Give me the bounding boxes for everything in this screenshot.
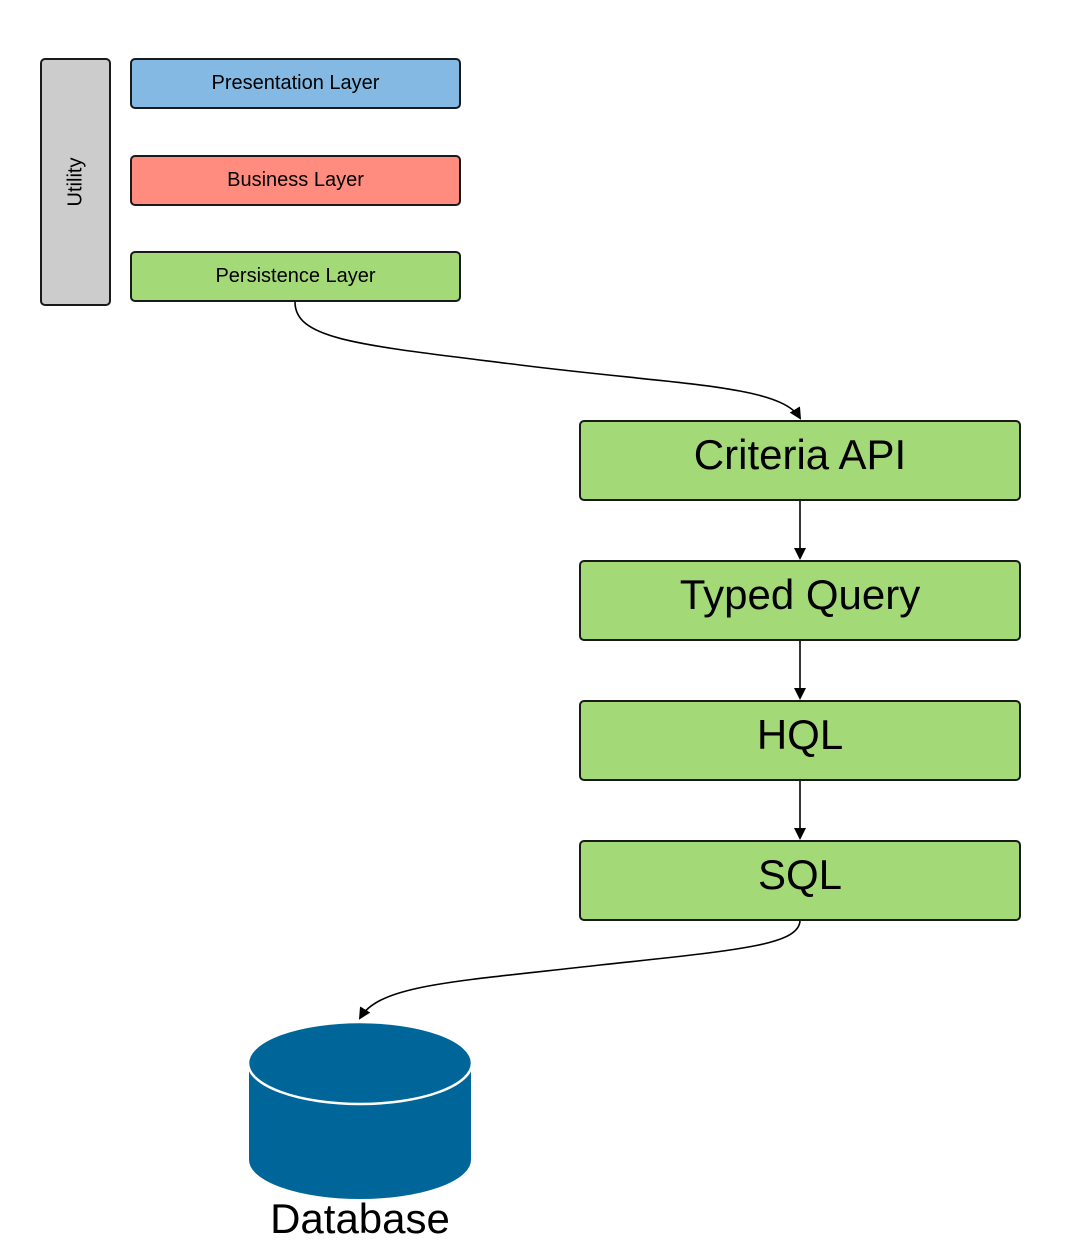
hql-box: HQL: [579, 700, 1021, 781]
business-layer-box: Business Layer: [130, 155, 461, 206]
database-icon: [246, 1020, 474, 1201]
sql-box: SQL: [579, 840, 1021, 921]
presentation-layer-label: Presentation Layer: [211, 72, 380, 94]
persistence-layer-label: Persistence Layer: [215, 265, 376, 287]
persistence-layer-box: Persistence Layer: [130, 251, 461, 302]
persistence-to-criteria-arrow: [294, 301, 802, 420]
database-label: Database: [270, 1195, 450, 1242]
typed-query-box: Typed Query: [579, 560, 1021, 641]
sql-to-database-arrow: [358, 919, 801, 1020]
business-layer-label: Business Layer: [227, 169, 364, 191]
presentation-layer-box: Presentation Layer: [130, 58, 461, 109]
hql-label: HQL: [756, 710, 844, 758]
criteria-api-label: Criteria API: [693, 430, 907, 478]
criteria-api-box: Criteria API: [579, 420, 1021, 501]
utility-bar: Utility: [40, 58, 111, 306]
typed-query-label: Typed Query: [679, 570, 921, 618]
sql-label: SQL: [757, 850, 843, 898]
